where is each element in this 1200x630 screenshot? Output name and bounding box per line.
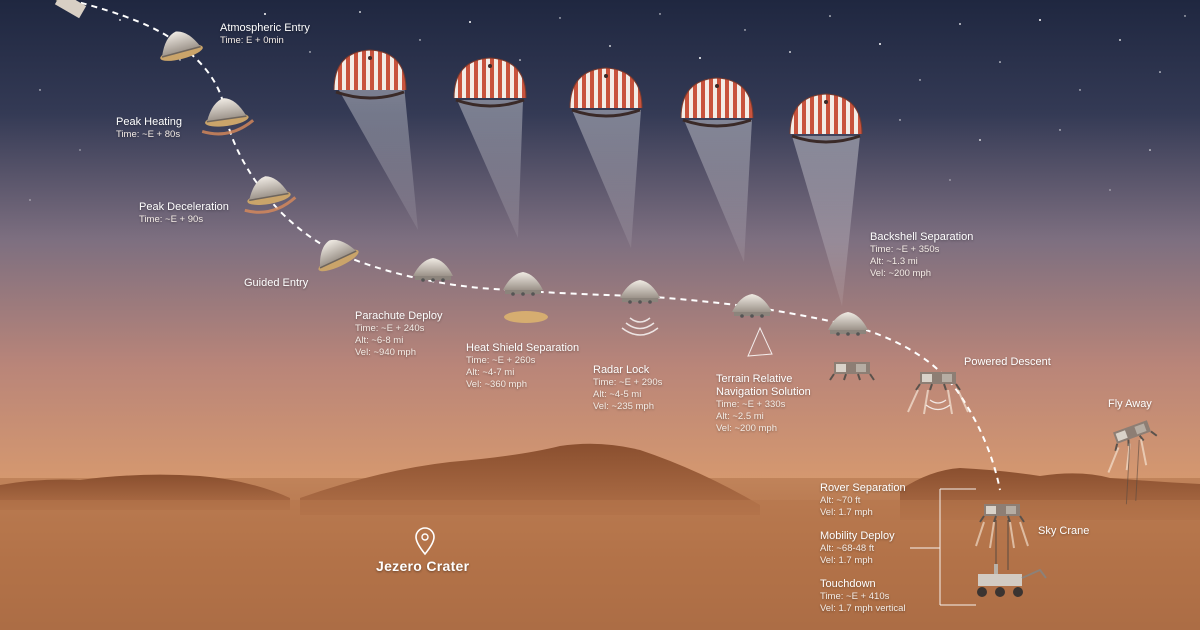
stage-time: Time: ~E + 330s [716, 399, 786, 410]
stage-time: Time: ~E + 410s [820, 591, 890, 602]
powered-descent-icon [907, 371, 969, 415]
stage-title: Backshell Separation [870, 231, 974, 243]
stage-heat-shield-separation: Heat Shield Separation Time: ~E + 260s A… [466, 342, 579, 391]
sky-crane-icon [975, 503, 1029, 570]
fly-away-icon [1107, 417, 1158, 505]
stage-time: Time: ~E + 350s [870, 244, 940, 255]
stage-powered-descent: Powered Descent [964, 356, 1051, 369]
capsule-peak-heating-icon [201, 94, 255, 136]
stage-time: Time: ~E + 240s [355, 323, 425, 334]
location-label: Jezero Crater [376, 558, 470, 574]
camera-cone-icon [747, 326, 773, 357]
parachute-heat-shield-icon [452, 56, 548, 323]
stage-title: Guided Entry [244, 277, 309, 289]
stage-time: Time: ~E + 260s [466, 355, 536, 366]
stage-peak-deceleration: Peak Deceleration Time: ~E + 90s [139, 201, 229, 226]
stage-title: Terrain Relative Navigation Solution [716, 373, 811, 398]
heat-shield-icon [504, 311, 548, 323]
capsule-peak-deceleration-icon [242, 171, 297, 214]
stage-velocity: Vel: 1.7 mph [820, 507, 873, 518]
ground-foreground [0, 500, 1200, 630]
stage-backshell-separation: Backshell Separation Time: ~E + 350s Alt… [870, 231, 973, 280]
stage-title: Touchdown [820, 578, 876, 590]
rover-icon [977, 564, 1047, 597]
stage-time: Time: ~E + 80s [116, 129, 181, 140]
stage-title: Rover Separation [820, 482, 906, 494]
stage-touchdown: Touchdown Time: ~E + 410s Vel: 1.7 mph v… [820, 578, 906, 615]
stage-title: Peak Deceleration [139, 201, 229, 213]
stage-velocity: Vel: 1.7 mph vertical [820, 603, 906, 614]
stage-altitude: Alt: ~4-5 mi [593, 389, 642, 400]
stage-altitude: Alt: ~70 ft [820, 495, 861, 506]
parachute-terrain-navigation-icon [679, 76, 773, 357]
stage-velocity: Vel: ~200 mph [716, 423, 778, 434]
stage-guided-entry: Guided Entry [244, 277, 308, 290]
stage-velocity: Vel: ~200 mph [870, 268, 932, 279]
stars [29, 11, 1186, 201]
stage-title: Heat Shield Separation [466, 342, 580, 354]
stage-altitude: Alt: ~1.3 mi [870, 256, 918, 267]
stage-sky-crane: Sky Crane [1038, 525, 1089, 538]
trajectory-path [69, 0, 1001, 491]
stage-radar-lock: Radar Lock Time: ~E + 290s Alt: ~4-5 mi … [593, 364, 662, 413]
stage-rover-separation: Rover Separation Alt: ~70 ft Vel: 1.7 mp… [820, 482, 906, 519]
stage-altitude: Alt: ~6-8 mi [355, 335, 404, 346]
radar-waves-icon [621, 317, 659, 336]
stage-velocity: Vel: 1.7 mph [820, 555, 873, 566]
stage-velocity: Vel: ~360 mph [466, 379, 528, 390]
stage-title: Parachute Deploy [355, 310, 443, 322]
stage-title: Sky Crane [1038, 525, 1090, 537]
map-pin-icon [415, 527, 435, 556]
stage-altitude: Alt: ~2.5 mi [716, 411, 764, 422]
stage-time: Time: E + 0min [220, 35, 284, 46]
stage-velocity: Vel: ~235 mph [593, 401, 655, 412]
stage-title: Radar Lock [593, 364, 650, 376]
stage-fly-away: Fly Away [1108, 398, 1152, 411]
cruise-stage-icon [51, 0, 87, 19]
final-stages-bracket [910, 488, 976, 606]
stage-title: Mobility Deploy [820, 530, 895, 542]
parachute-deploy-icon [332, 48, 453, 282]
hill-center [300, 443, 760, 515]
stage-title: Peak Heating [116, 116, 183, 128]
stage-mobility-deploy: Mobility Deploy Alt: ~68-48 ft Vel: 1.7 … [820, 530, 895, 567]
stage-title: Powered Descent [964, 356, 1051, 368]
stage-peak-heating: Peak Heating Time: ~E + 80s [116, 116, 182, 141]
stage-parachute-deploy: Parachute Deploy Time: ~E + 240s Alt: ~6… [355, 310, 442, 359]
parachute-radar-lock-icon [568, 66, 660, 336]
stage-velocity: Vel: ~940 mph [355, 347, 417, 358]
stage-time: Time: ~E + 290s [593, 377, 663, 388]
stage-title: Atmospheric Entry [220, 22, 310, 34]
parachute-backshell-separation-icon [788, 92, 875, 381]
stage-terrain-relative-navigation: Terrain Relative Navigation Solution Tim… [716, 373, 811, 435]
stage-altitude: Alt: ~4-7 mi [466, 367, 515, 378]
stage-time: Time: ~E + 90s [139, 214, 204, 225]
stage-atmospheric-entry: Atmospheric Entry Time: E + 0min [220, 22, 310, 47]
stage-title: Fly Away [1108, 398, 1152, 410]
stage-altitude: Alt: ~68-48 ft [820, 543, 875, 554]
